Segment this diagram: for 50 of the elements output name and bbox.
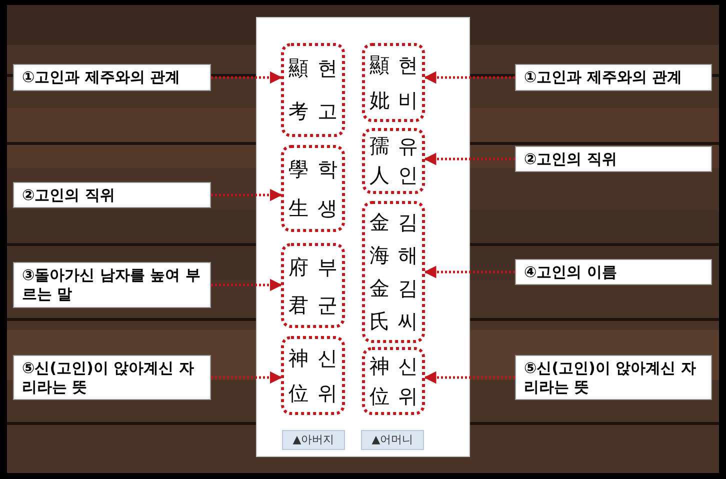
tablet-box xyxy=(362,347,425,415)
caption-text: ①고인과 제주와의 관계 xyxy=(22,68,180,87)
hanja-column: 學生 xyxy=(288,150,308,228)
arrow xyxy=(424,152,515,166)
hangul-column: 부군 xyxy=(318,248,338,324)
arrow xyxy=(211,278,282,292)
hangul-column: 현비 xyxy=(398,48,418,118)
arrow xyxy=(211,371,282,384)
hanja-column: 神位 xyxy=(369,351,390,411)
arrow xyxy=(211,188,282,202)
hangul-column: 신위 xyxy=(318,340,338,410)
caption-box xyxy=(515,64,712,91)
arrow xyxy=(424,371,515,384)
caption-text: ②고인의 직위 xyxy=(22,186,115,204)
tablet-box xyxy=(362,43,425,122)
hangul-column: 학생 xyxy=(318,150,338,228)
arrow xyxy=(211,71,282,84)
hanja-column: 金海金氏 xyxy=(369,206,390,338)
hangul-column: 김해김씨 xyxy=(398,206,418,338)
hanja-column: 孺人 xyxy=(369,132,390,190)
caption-box xyxy=(13,262,211,308)
caption-box xyxy=(515,355,712,400)
hanja-column: 顯考 xyxy=(288,47,308,133)
tab-label: ▲아버지 xyxy=(282,430,345,450)
tab-label: ▲어머니 xyxy=(361,430,424,450)
caption-text: ③돌아가신 남자를 높여 부르는 말 xyxy=(22,266,202,304)
hangul-column: 신위 xyxy=(398,351,418,411)
caption-text: ②고인의 직위 xyxy=(524,150,617,168)
tablet-box xyxy=(362,201,425,343)
tablet-box xyxy=(281,336,345,415)
caption-box xyxy=(515,146,712,172)
caption-text: ⑤신(고인)이 앉아계신 자리라는 뜻 xyxy=(22,358,195,396)
caption-box xyxy=(515,259,712,285)
hangul-column: 현고 xyxy=(318,47,338,133)
tablet-box xyxy=(362,128,425,194)
hangul-column: 유인 xyxy=(398,132,418,190)
hanja-column: 顯妣 xyxy=(369,48,390,118)
caption-box xyxy=(13,355,211,400)
caption-text: ④고인의 이름 xyxy=(524,262,617,282)
arrow xyxy=(424,266,515,278)
arrow xyxy=(424,71,515,84)
caption-text: ⑤신(고인)이 앉아계신 자리라는 뜻 xyxy=(524,358,697,396)
tablet-box xyxy=(281,243,345,328)
tablet-box xyxy=(281,43,345,137)
caption-text: ①고인과 제주와의 관계 xyxy=(524,68,682,87)
caption-box xyxy=(13,64,211,91)
caption-box xyxy=(13,182,211,208)
hanja-column: 神位 xyxy=(288,340,308,410)
hanja-column: 府君 xyxy=(288,248,308,324)
tablet-box xyxy=(281,145,345,232)
